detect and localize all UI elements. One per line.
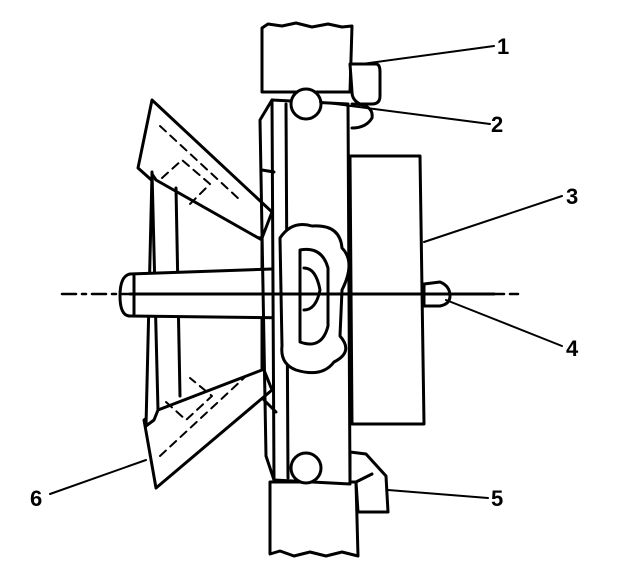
leader-2: [319, 101, 491, 125]
callout-4: 4: [566, 336, 579, 361]
bottom-seal-inner: [354, 472, 374, 484]
top-housing-block: [260, 21, 354, 94]
hub-cap: [298, 247, 330, 346]
bottom-roller: [289, 451, 323, 485]
callout-6: 6: [30, 486, 42, 511]
top-seal-lower: [350, 102, 374, 130]
hidden-slot-upper: [159, 125, 241, 205]
bottom-housing-block: [268, 480, 360, 558]
callout-1: 1: [497, 34, 509, 59]
callout-5: 5: [491, 486, 503, 511]
rotor-disk-bevel: [260, 168, 278, 414]
leader-1: [361, 45, 495, 65]
right-housing-block: [348, 154, 426, 426]
callout-2: 2: [491, 112, 503, 137]
hub-cap-inner: [302, 266, 322, 312]
leader-6: [49, 459, 147, 495]
callout-3: 3: [566, 184, 578, 209]
rotor-disk-rim-top: [258, 98, 276, 482]
hidden-slot-lower: [159, 377, 245, 457]
leader-3: [423, 195, 563, 243]
top-seal: [348, 62, 382, 106]
leader-4: [445, 299, 563, 347]
leader-5: [387, 489, 489, 499]
top-roller: [289, 87, 323, 121]
